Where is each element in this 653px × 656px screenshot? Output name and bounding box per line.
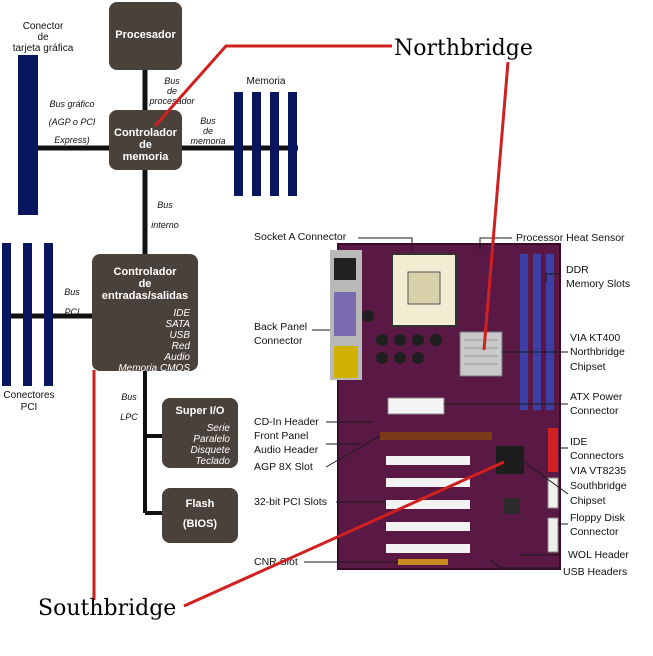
label-pci-slots: 32-bit PCI Slots: [254, 496, 327, 508]
io-feature-usb: USB: [169, 330, 190, 341]
northbridge-pointer-down: [482, 61, 510, 351]
northbridge-heatsink: [459, 331, 503, 377]
io-controller-line-1: Controlador: [113, 266, 177, 278]
label-floppy-2: Connector: [570, 526, 619, 538]
label-kt400-1: VIA KT400: [570, 332, 621, 344]
pci-bus-label: Bus PCI: [64, 287, 80, 317]
label-kt400-2: Northbridge: [570, 346, 625, 358]
label-ide-2: Connectors: [570, 450, 624, 462]
io-controller-box: Controlador de entradas/salidas IDE SATA…: [92, 254, 198, 374]
memory-controller-line-2: de: [139, 139, 152, 151]
memory-controller-line-1: Controlador: [114, 127, 177, 139]
memory-slot-4: [288, 92, 297, 196]
superio-title: Super I/O: [175, 405, 225, 417]
io-feature-cmos: Memoria CMOS: [118, 363, 190, 374]
memory-bus-label: Bus de memoria: [190, 116, 226, 146]
label-front-panel-2: Audio Header: [254, 444, 319, 456]
pci-connectors-label: Conectores PCI: [3, 390, 55, 413]
ide-connector: [548, 428, 558, 472]
memory-slot-3: [270, 92, 279, 196]
io-controller-line-3: entradas/salidas: [101, 290, 189, 302]
lpc-bus-label: Bus LPC: [120, 392, 138, 422]
label-wol: WOL Header: [568, 549, 629, 561]
io-feature-ide: IDE: [173, 308, 190, 319]
ddr-slot-2: [533, 254, 541, 410]
processor-box: Procesador: [109, 2, 182, 70]
ddr-slot-1: [520, 254, 528, 410]
internal-bus-label: Bus interno: [151, 200, 179, 230]
label-atx-2: Connector: [570, 405, 619, 417]
label-back-panel-2: Connector: [254, 335, 303, 347]
io-feature-sata: SATA: [165, 319, 190, 330]
io-controller-line-2: de: [138, 278, 152, 290]
pci-slot-a: [386, 456, 470, 465]
label-heat-sensor: Processor Heat Sensor: [516, 232, 625, 244]
label-agp: AGP 8X Slot: [254, 461, 313, 473]
cnr-slot: [398, 559, 448, 565]
pci-slot-3: [44, 243, 53, 386]
label-floppy-1: Floppy Disk: [570, 512, 625, 524]
memory-slot-1: [234, 92, 243, 196]
label-back-panel-1: Back Panel: [254, 321, 308, 333]
flash-box: Flash (BIOS): [162, 488, 238, 543]
northbridge-label: Northbridge: [394, 36, 533, 61]
superio-box: Super I/O Serie Paralelo Disquete Teclad…: [162, 398, 238, 468]
graphics-connector-label: Conector de tarjeta gráfica: [12, 21, 74, 54]
label-cd-in: CD-In Header: [254, 416, 319, 428]
superio-feature-disquete: Disquete: [190, 445, 230, 456]
label-vt8235-2: Southbridge: [570, 480, 627, 492]
flash-title: Flash: [185, 498, 215, 510]
superio-feature-serie: Serie: [206, 423, 230, 434]
graphics-bus-label: Bus gráfico (AGP o PCI Express): [48, 99, 96, 145]
pci-slot-e: [386, 544, 470, 553]
processor-bus-label: Bus de procesador: [149, 76, 195, 106]
southbridge-chip: [496, 446, 524, 474]
atx-power: [387, 397, 445, 415]
label-socket-a: Socket A Connector: [254, 231, 347, 243]
southbridge-pointer-right: [183, 460, 505, 608]
pci-slot-d: [386, 522, 470, 531]
label-atx-1: ATX Power: [570, 391, 623, 403]
southbridge-label: Southbridge: [38, 596, 177, 621]
flash-sub: (BIOS): [182, 518, 218, 530]
memory-controller-box: Controlador de memoria: [109, 110, 182, 170]
pci-slot-1: [2, 243, 11, 386]
memory-controller-line-3: memoria: [122, 151, 169, 163]
label-ddr-1: DDR: [566, 264, 589, 276]
agp-slot: [380, 432, 492, 440]
northbridge-pointer-top: [153, 44, 392, 127]
superio-feature-paralelo: Paralelo: [193, 434, 230, 445]
memory-slot-2: [252, 92, 261, 196]
processor-label: Procesador: [115, 29, 176, 41]
label-ide-1: IDE: [570, 436, 588, 448]
pci-slot-b: [386, 478, 470, 487]
label-front-panel-1: Front Panel: [254, 430, 309, 442]
label-vt8235-3: Chipset: [570, 495, 606, 507]
pci-slot-2: [23, 243, 32, 386]
label-usb: USB Headers: [563, 566, 628, 578]
label-ddr-2: Memory Slots: [566, 278, 631, 290]
label-vt8235-1: VIA VT8235: [570, 465, 627, 477]
io-feature-audio: Audio: [164, 352, 190, 363]
label-kt400-3: Chipset: [570, 361, 606, 373]
pci-slot-c: [386, 500, 470, 509]
ddr-slot-3: [546, 254, 554, 410]
superio-feature-teclado: Teclado: [195, 456, 230, 467]
floppy-connector: [547, 517, 559, 553]
graphics-slot: [18, 55, 38, 215]
io-feature-red: Red: [171, 341, 190, 352]
memory-label: Memoria: [246, 76, 286, 87]
